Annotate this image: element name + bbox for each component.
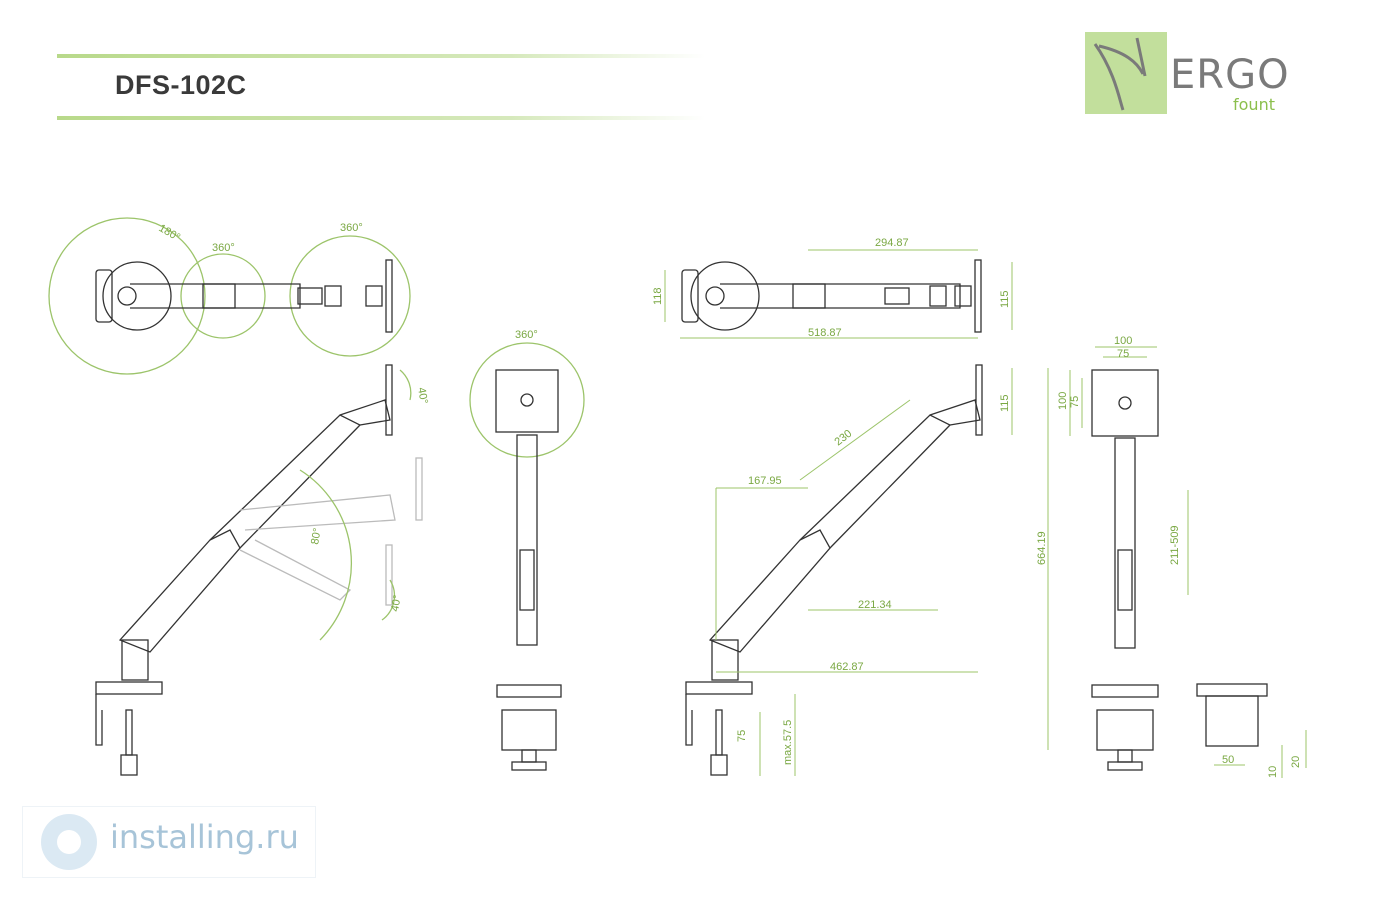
dim-294: 294.87 xyxy=(875,237,909,249)
angle-label-tilt-bottom: 40° xyxy=(389,594,404,612)
watermark-badge-icon xyxy=(41,814,97,870)
side-view-left xyxy=(95,364,423,776)
clamp-detail xyxy=(1196,683,1268,747)
dim-10: 10 xyxy=(1267,766,1279,778)
logo-swoosh-icon xyxy=(1093,37,1147,111)
dim-max57: max.57.5 xyxy=(782,720,794,765)
dim-75-clamp: 75 xyxy=(736,730,748,742)
dim-462: 462.87 xyxy=(830,661,864,673)
angle-label-180: 180° xyxy=(157,222,183,244)
front-view xyxy=(469,342,585,771)
front-view-right xyxy=(1091,369,1159,771)
dim-230: 230 xyxy=(832,428,854,449)
dim-vesa-100w: 100 xyxy=(1114,335,1132,347)
angle-label-360b: 360° xyxy=(340,222,363,234)
dim-50: 50 xyxy=(1222,754,1234,766)
dimension-lines xyxy=(664,249,1307,778)
rotation-circle-360a xyxy=(180,253,266,339)
page-title: DFS-102C xyxy=(115,70,247,100)
angle-label-rotate: 360° xyxy=(515,329,538,341)
angle-label-lift: 80° xyxy=(309,527,324,545)
dim-vesa-100h: 100 xyxy=(1057,392,1069,410)
dim-211-509: 211-509 xyxy=(1169,525,1181,565)
dim-115-top: 115 xyxy=(999,290,1011,308)
angle-label-360a: 360° xyxy=(212,242,235,254)
dim-vesa-75h: 75 xyxy=(1069,396,1081,408)
side-view-right xyxy=(685,364,983,776)
angle-label-tilt-top: 40° xyxy=(415,386,430,404)
logo-word: ERGO xyxy=(1170,52,1290,98)
top-view-rotations xyxy=(48,217,411,375)
dim-221: 221.34 xyxy=(858,599,892,611)
dim-518: 518.87 xyxy=(808,327,842,339)
top-view-right xyxy=(681,259,982,333)
rotation-circle-180 xyxy=(48,217,206,375)
header-line-top xyxy=(57,54,705,58)
dim-664: 664.19 xyxy=(1036,531,1048,565)
watermark-box xyxy=(22,806,316,878)
header-line-bottom xyxy=(57,116,705,120)
dim-115-side: 115 xyxy=(999,394,1011,412)
dim-118: 118 xyxy=(652,287,664,305)
watermark-text: installing.ru xyxy=(110,818,299,856)
dim-20: 20 xyxy=(1290,756,1302,768)
dim-vesa-75w: 75 xyxy=(1117,348,1129,360)
logo-sub: fount xyxy=(1233,95,1275,114)
logo-mark xyxy=(1085,32,1167,114)
rotation-circle-360b xyxy=(289,235,411,357)
dim-167: 167.95 xyxy=(748,475,782,487)
